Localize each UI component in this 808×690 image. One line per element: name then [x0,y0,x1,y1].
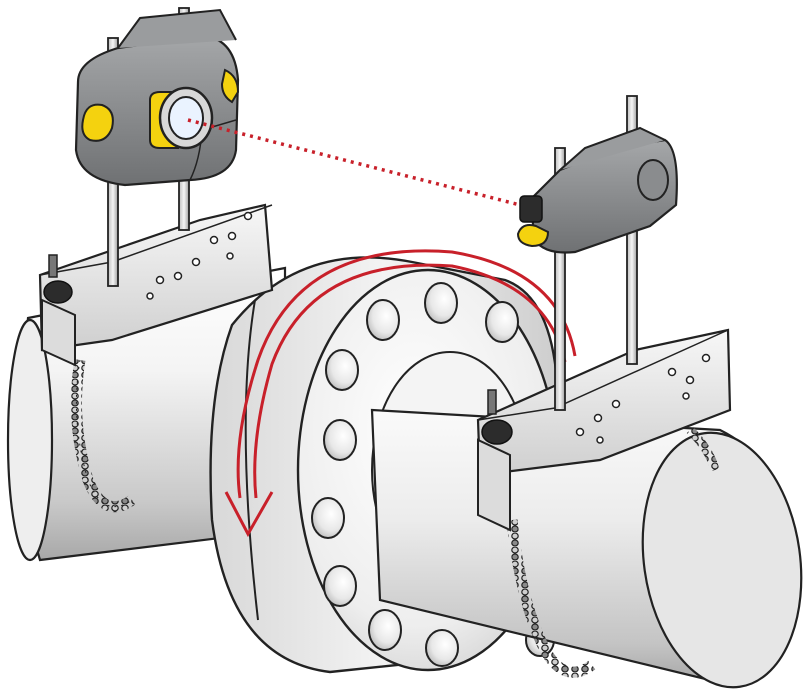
left-chain [70,359,136,513]
tension-knob [43,280,73,304]
yellow-knob [220,68,240,104]
yellow-knob [516,224,550,248]
thumb-screw [487,389,497,415]
right-chain [506,519,596,678]
bolt-hole [311,497,345,539]
bolt-hole [425,629,459,667]
receiver-lens [519,195,543,223]
right-rod-front [554,147,566,411]
yellow-knob [81,103,114,142]
bolt-hole [485,301,519,343]
left-shaft-end-face [6,318,54,562]
bolt-hole [366,299,400,341]
bolt-hole [323,565,357,607]
right-shaft-end-face [641,431,803,689]
laser-transmitter-unit [74,8,240,187]
left-chain-bracket [38,203,274,367]
laser-receiver-unit [516,126,678,254]
laser-beam [187,118,529,209]
tension-knob [481,419,513,445]
bolt-hole [325,349,359,391]
bolt-hole [323,419,357,461]
bolt-hole [368,609,402,651]
rotation-arrow [224,249,577,538]
bolt-hole [424,282,458,324]
thumb-screw [48,254,58,278]
